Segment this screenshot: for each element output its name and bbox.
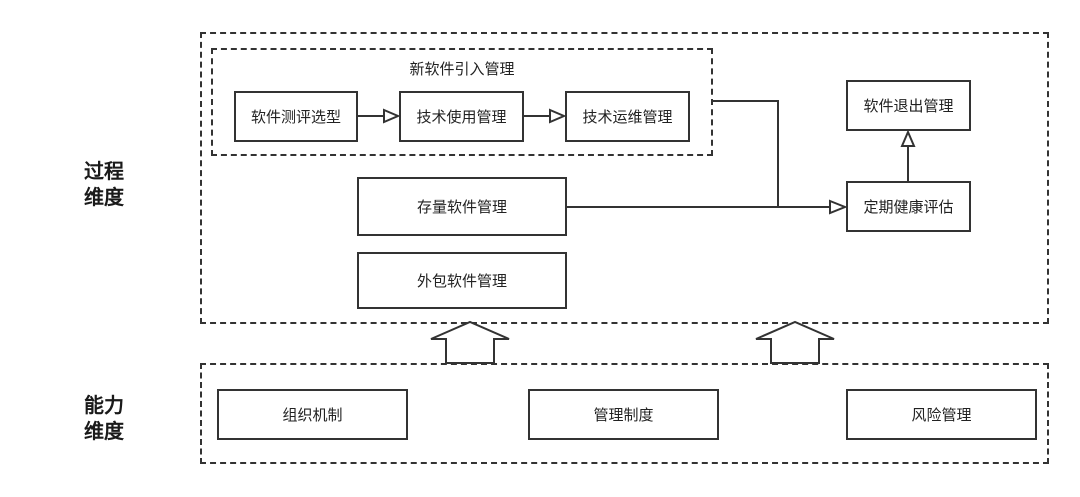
capability-policy: 管理制度 — [528, 389, 719, 440]
capability-risk: 风险管理 — [846, 389, 1037, 440]
arrowhead-step2-step3 — [549, 108, 567, 124]
new-software-group — [211, 48, 713, 156]
stock-software-box: 存量软件管理 — [357, 177, 567, 236]
step-technical-ops: 技术运维管理 — [565, 91, 690, 142]
line-group-to-health — [713, 100, 779, 207]
periodic-health-box: 定期健康评估 — [846, 181, 971, 232]
capability-organization: 组织机制 — [217, 389, 408, 440]
process-dimension-label: 过程 维度 — [84, 159, 124, 209]
big-up-arrow-left — [430, 320, 510, 364]
outsourced-software-box: 外包软件管理 — [357, 252, 567, 309]
big-up-arrow-right — [755, 320, 835, 364]
capability-dimension-label: 能力 维度 — [84, 393, 124, 443]
new-software-group-title: 新软件引入管理 — [409, 60, 515, 78]
software-exit-box: 软件退出管理 — [846, 80, 971, 131]
arrowhead-step1-step2 — [383, 108, 401, 124]
arrowhead-to-exit — [900, 129, 916, 147]
capability-dimension-container — [200, 363, 1049, 464]
arrowhead-to-health — [829, 199, 848, 215]
step-technical-usage: 技术使用管理 — [399, 91, 524, 142]
step-software-evaluation: 软件测评选型 — [234, 91, 358, 142]
process-dimension-container — [200, 32, 1049, 324]
